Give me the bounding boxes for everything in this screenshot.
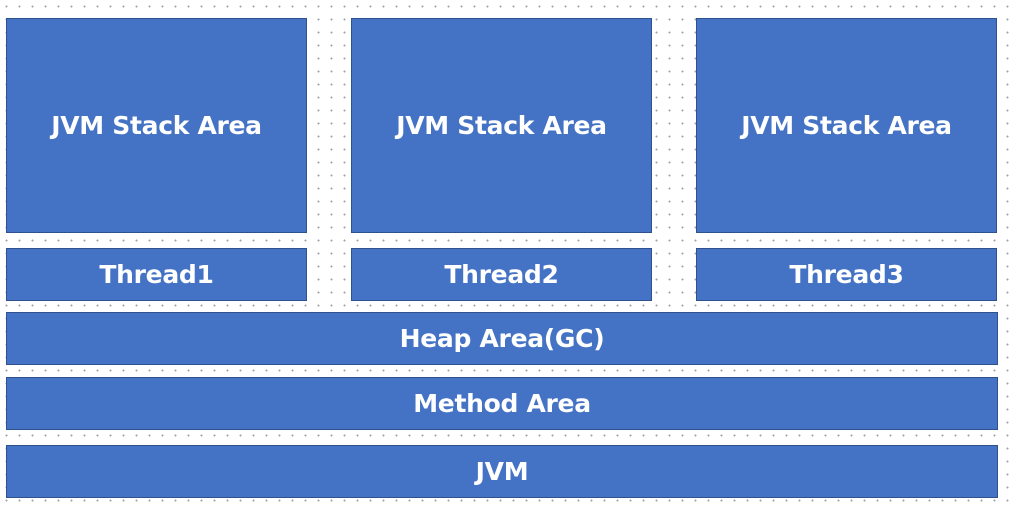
heap-area-label: Heap Area(GC) (399, 324, 605, 353)
jvm-stack-area-label: JVM Stack Area (741, 111, 952, 140)
heap-area-block: Heap Area(GC) (6, 312, 998, 365)
thread-label: Thread1 (99, 260, 214, 289)
thread-label: Thread2 (444, 260, 559, 289)
jvm-stack-area-label: JVM Stack Area (396, 111, 607, 140)
thread-label: Thread3 (789, 260, 904, 289)
jvm-label: JVM (475, 457, 529, 486)
thread1-block: Thread1 (6, 248, 307, 301)
method-area-label: Method Area (413, 389, 591, 418)
method-area-block: Method Area (6, 377, 998, 430)
jvm-stack-area-label: JVM Stack Area (51, 111, 262, 140)
thread3-block: Thread3 (696, 248, 997, 301)
jvm-stack-area-thread2: JVM Stack Area (351, 18, 652, 233)
jvm-stack-area-thread3: JVM Stack Area (696, 18, 997, 233)
jvm-block: JVM (6, 445, 998, 498)
thread2-block: Thread2 (351, 248, 652, 301)
jvm-stack-area-thread1: JVM Stack Area (6, 18, 307, 233)
